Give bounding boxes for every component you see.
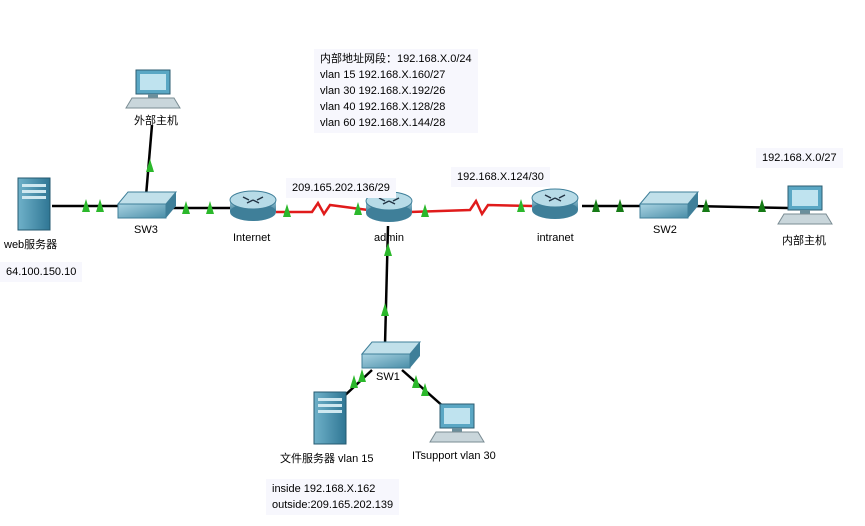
note-line: inside 192.168.X.162 bbox=[272, 483, 376, 495]
web-server-label: web服务器 bbox=[4, 239, 58, 251]
status-up-icon bbox=[592, 199, 600, 212]
internet-router-icon[interactable] bbox=[229, 190, 277, 221]
status-up-icon bbox=[412, 375, 420, 388]
external-host-label: 外部主机 bbox=[134, 115, 178, 127]
internet-router-label: Internet bbox=[233, 232, 271, 244]
note-line: vlan 30 192.168.X.192/26 bbox=[320, 85, 446, 97]
internal-host-label: 内部主机 bbox=[782, 235, 826, 247]
sw2-switch-icon[interactable] bbox=[638, 191, 700, 219]
status-up-icon bbox=[421, 204, 429, 217]
status-up-icon bbox=[350, 375, 358, 388]
status-up-icon bbox=[206, 201, 214, 214]
admin-intranet-link-note: 192.168.X.124/30 bbox=[451, 167, 550, 187]
link-status-indicators bbox=[82, 159, 766, 396]
admin-router-label: admin bbox=[374, 232, 404, 244]
status-up-icon bbox=[421, 383, 429, 396]
status-up-icon bbox=[182, 201, 190, 214]
status-up-icon bbox=[358, 369, 366, 382]
status-up-icon bbox=[384, 243, 392, 256]
serial-link-internet-admin bbox=[276, 200, 369, 217]
serial-link-admin-intranet bbox=[409, 198, 533, 217]
itsupport-pc-icon[interactable] bbox=[429, 403, 485, 443]
link-sw3-external-host bbox=[144, 124, 154, 197]
file-server-label: 文件服务器 vlan 15 bbox=[280, 453, 374, 465]
file-server-icon[interactable] bbox=[313, 391, 347, 445]
note-line: outside:209.165.202.139 bbox=[272, 499, 394, 511]
status-up-icon bbox=[283, 204, 291, 217]
sw1-switch-icon[interactable] bbox=[360, 341, 422, 369]
file-server-ip-note: inside 192.168.X.162 outside:209.165.202… bbox=[266, 479, 400, 515]
status-up-icon bbox=[616, 199, 624, 212]
sw2-label: SW2 bbox=[653, 224, 677, 236]
status-up-icon bbox=[96, 199, 104, 212]
web-server-ip-note: 64.100.150.10 bbox=[0, 262, 83, 282]
note-line: vlan 40 192.168.X.128/28 bbox=[320, 101, 446, 113]
intranet-router-label: intranet bbox=[537, 232, 574, 244]
sw3-switch-icon[interactable] bbox=[116, 191, 178, 219]
links bbox=[52, 124, 789, 409]
internal-host-net-note: 192.168.X.0/27 bbox=[756, 148, 843, 168]
intranet-router-icon[interactable] bbox=[531, 188, 579, 219]
web-server-icon[interactable] bbox=[17, 177, 51, 231]
note-line: 内部地址网段：192.168.X.0/24 bbox=[320, 53, 472, 65]
status-up-icon bbox=[381, 303, 389, 316]
note-line: vlan 15 192.168.X.160/27 bbox=[320, 69, 446, 81]
sw3-label: SW3 bbox=[134, 224, 158, 236]
itsupport-label: ITsupport vlan 30 bbox=[412, 450, 496, 462]
sw1-label: SW1 bbox=[376, 371, 400, 383]
internal-network-note: 内部地址网段：192.168.X.0/24 vlan 15 192.168.X.… bbox=[314, 49, 478, 133]
internet-admin-link-note: 209.165.202.136/29 bbox=[286, 178, 396, 198]
internal-host-pc-icon[interactable] bbox=[777, 185, 833, 225]
admin-router-icon[interactable] bbox=[365, 191, 413, 222]
status-up-icon bbox=[702, 199, 710, 212]
external-host-pc-icon[interactable] bbox=[125, 69, 181, 109]
status-up-icon bbox=[146, 159, 154, 172]
status-up-icon bbox=[517, 199, 525, 212]
status-up-icon bbox=[758, 199, 766, 212]
status-up-icon bbox=[354, 202, 362, 215]
note-line: vlan 60 192.168.X.144/28 bbox=[320, 117, 446, 129]
status-up-icon bbox=[82, 199, 90, 212]
